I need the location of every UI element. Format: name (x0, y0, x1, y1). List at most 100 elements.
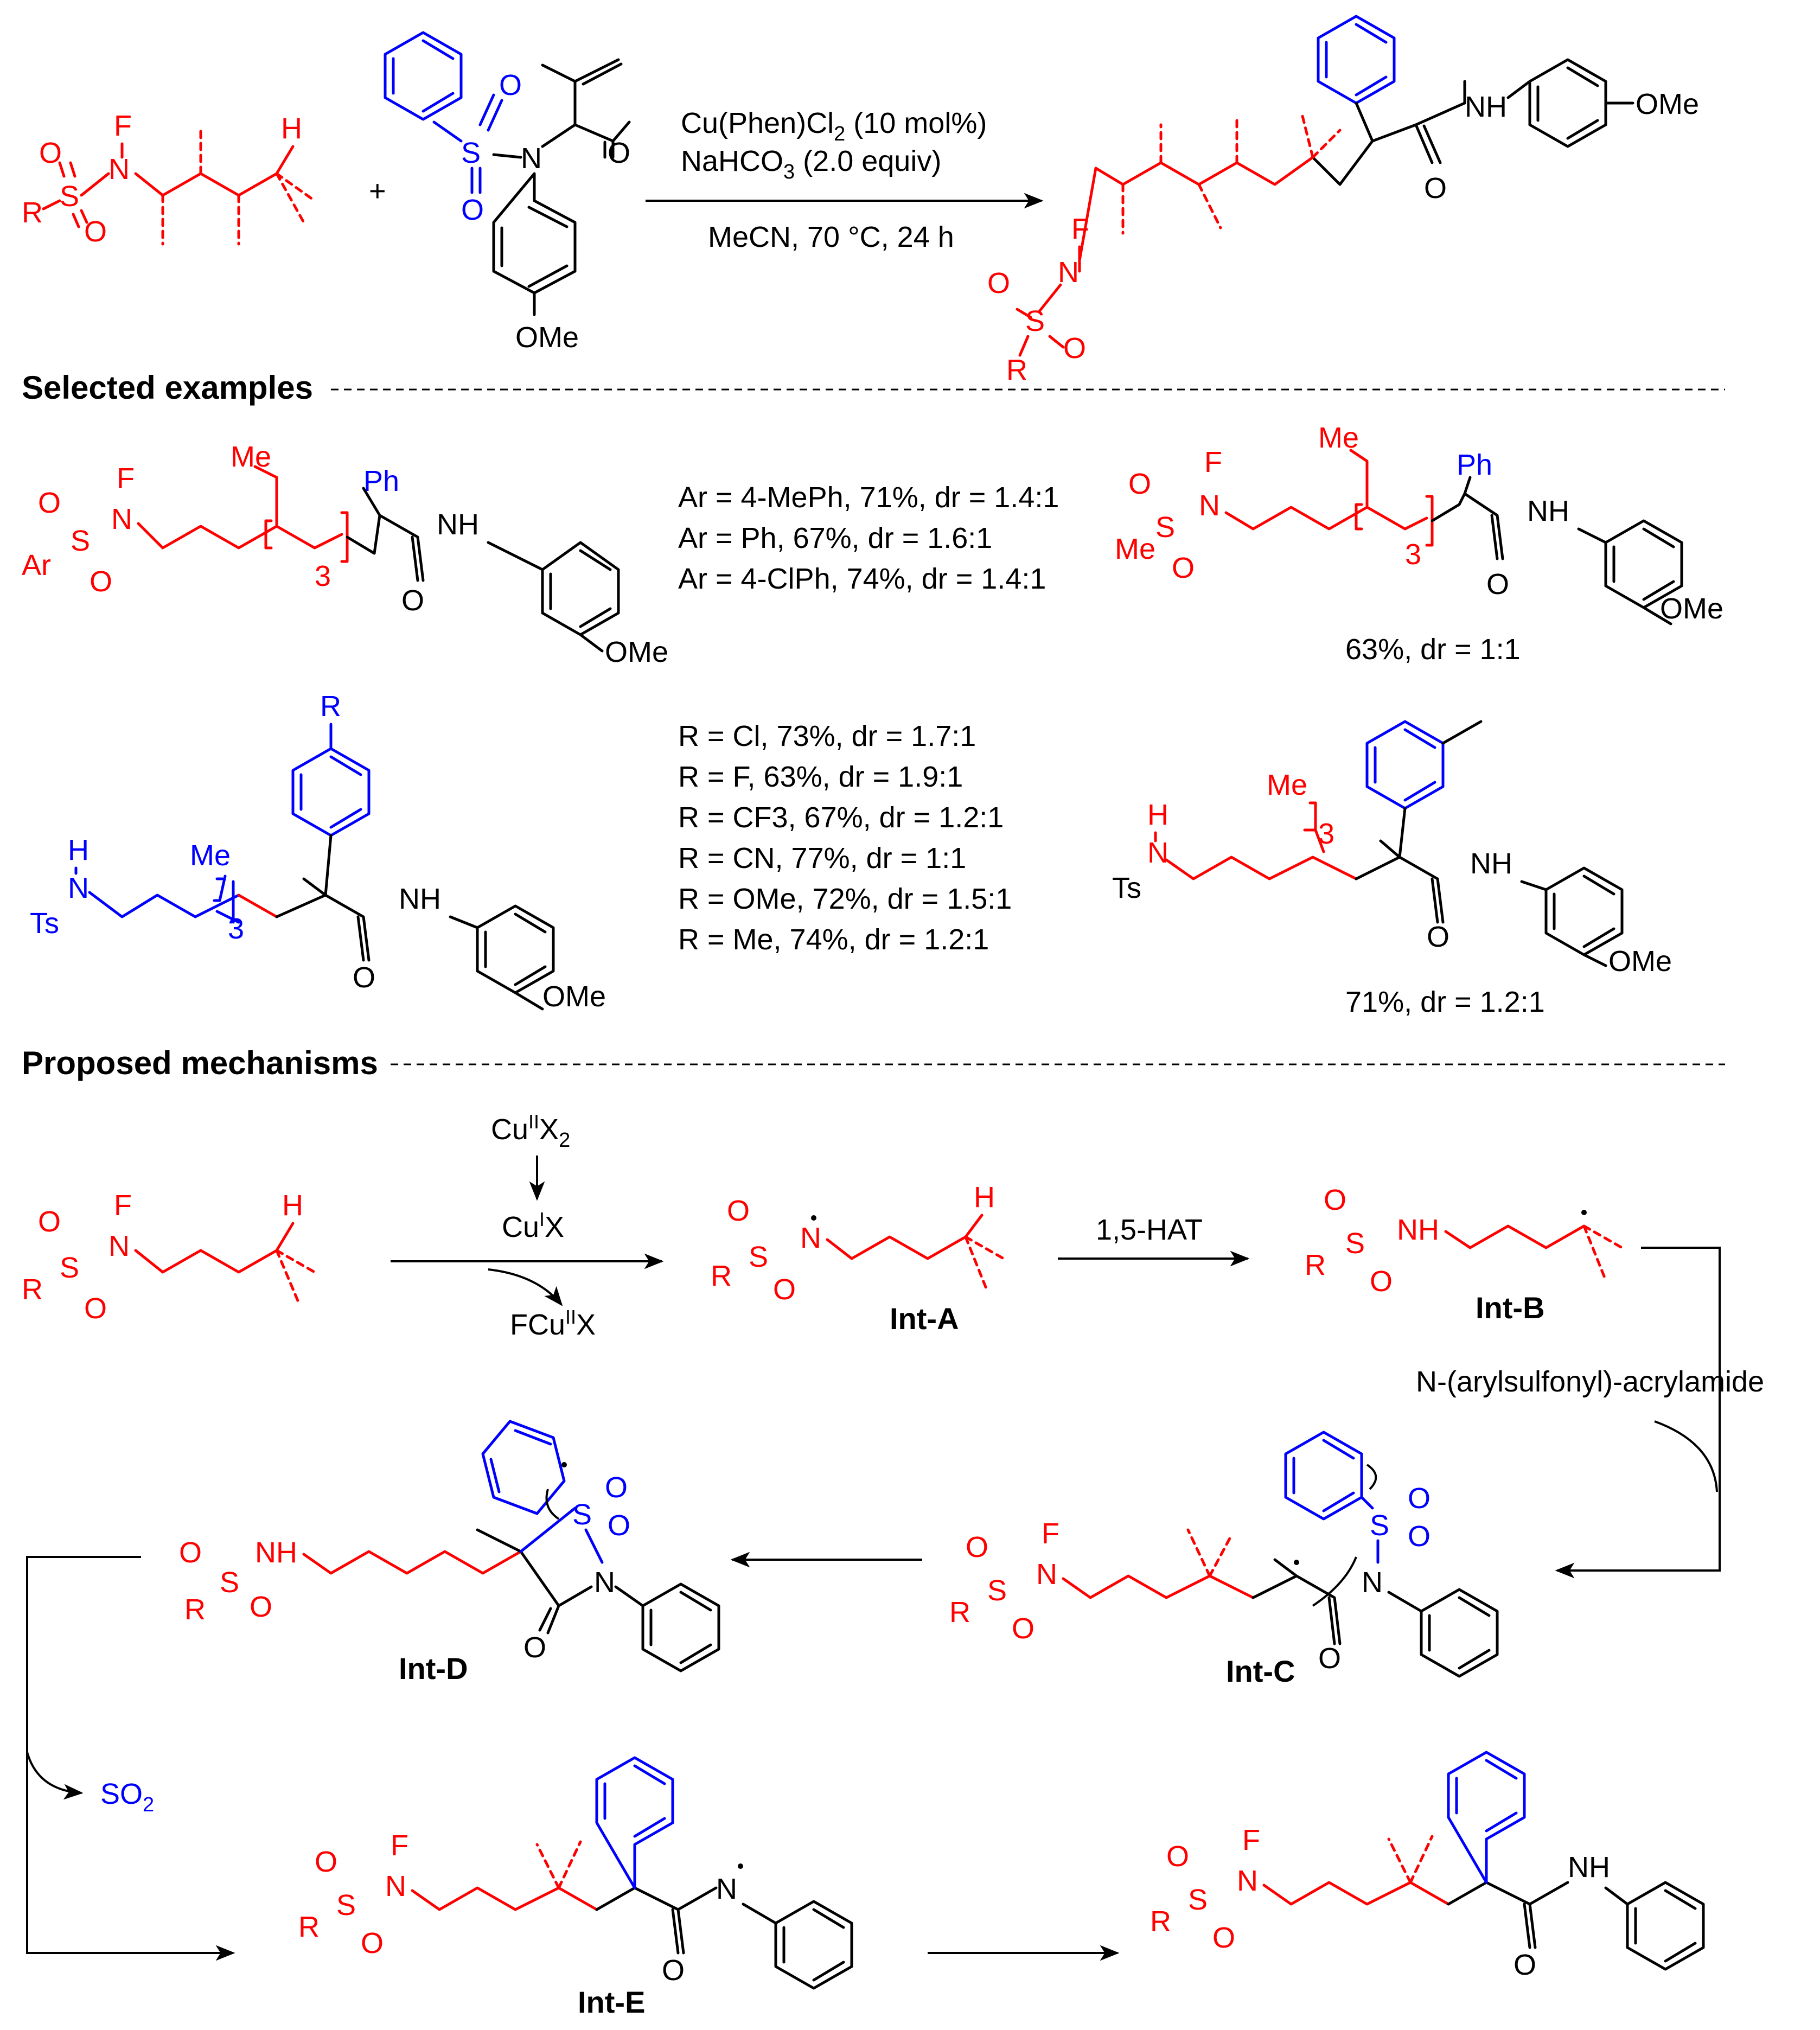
fluorine-atom: F (1204, 446, 1222, 478)
curved-arrow (1366, 1464, 1377, 1490)
oxygen-atom: O (773, 1273, 796, 1306)
amide-nh: NH (1527, 495, 1569, 527)
int-a-structure: R S O O N H (711, 1181, 1005, 1306)
sulfur-atom: S (71, 525, 90, 557)
r-group: R (711, 1260, 732, 1292)
methoxy-group: OMe (1608, 945, 1672, 978)
r-lines: R = Cl, 73%, dr = 1.7:1 R = F, 63%, dr =… (678, 720, 1012, 956)
radical-dot (1581, 1210, 1587, 1215)
nitrogen-atom: N (1237, 1865, 1258, 1897)
sulfur-atom: S (1370, 1509, 1389, 1542)
acrylamide-label: N-(arylsulfonyl)-acrylamide (1416, 1365, 1764, 1398)
int-a-label: Int-A (890, 1301, 959, 1336)
aryl-group: Ar (22, 549, 51, 582)
amide-nh: NH (399, 883, 441, 915)
oxygen-atom: O (1318, 1642, 1341, 1675)
methyl-group: Me (1115, 533, 1155, 565)
nitrogen-atom: N (108, 153, 130, 186)
fluorine-atom: F (1242, 1824, 1260, 1856)
sulfur-atom: S (60, 1252, 79, 1284)
r-line-3: R = CF3, 67%, dr = 1.2:1 (678, 801, 1004, 834)
amide-nh: NH (1568, 1851, 1610, 1884)
fluorine-atom: F (114, 110, 132, 142)
int-d-label: Int-D (399, 1651, 468, 1686)
oxygen-atom: O (38, 1205, 61, 1238)
repeat-index: 3 (1318, 818, 1334, 850)
nitrogen-atom: N (68, 872, 89, 904)
repeat-index: 3 (315, 560, 331, 592)
nitrogen-atom: N (1362, 1566, 1383, 1599)
oxygen-atom: O (315, 1846, 337, 1878)
methoxy-group: OMe (1660, 592, 1723, 625)
catalyst-label: Cu(Phen)Cl2 (10 mol%) (681, 107, 987, 145)
oxygen-atom: O (987, 267, 1010, 299)
sulfur-atom: S (1188, 1884, 1208, 1916)
sulfur-atom: S (60, 180, 79, 213)
nitrogen-radical: N (800, 1222, 821, 1254)
hat-label: 1,5-HAT (1096, 1214, 1203, 1246)
nitrogen-atom: N (521, 142, 542, 175)
fluorine-atom: F (117, 462, 135, 495)
oxygen-atom: O (84, 1292, 107, 1325)
example-tosyl-m-tolyl: Me 3 H N Ts NH O OMe (1112, 720, 1672, 978)
oxygen-atom: O (39, 137, 62, 169)
intb-to-intc-arrow (1555, 1247, 1721, 1579)
oxygen-atom: O (1063, 332, 1086, 365)
r-line-4: R = CN, 77%, dr = 1:1 (678, 842, 966, 874)
nitrogen-radical: N (716, 1873, 737, 1905)
methoxy-group: OMe (1636, 88, 1699, 120)
fcu-ii-x-label: FCuIIX (510, 1306, 596, 1341)
hydrogen-atom: H (68, 834, 89, 866)
oxygen-atom: O (1408, 1482, 1431, 1515)
hydrogen-atom: H (1147, 799, 1168, 831)
nh-group: NH (1397, 1214, 1439, 1246)
oxygen-atom: O (608, 1509, 630, 1542)
oxygen-atom: O (1424, 172, 1447, 205)
r-group: R (22, 196, 43, 229)
solvent-temp-time-label: MeCN, 70 °C, 24 h (708, 221, 954, 253)
oxygen-atom: O (38, 487, 61, 519)
so2-label: SO2 (100, 1778, 154, 1816)
tosyl-group: Ts (30, 907, 59, 940)
oxygen-atom: O (1166, 1840, 1189, 1873)
r-group: R (22, 1273, 43, 1306)
oxygen-atom: O (523, 1631, 546, 1664)
nitrogen-atom: N (1058, 256, 1079, 289)
reactant-nf-sulfonamide: R S O O N F H (22, 110, 316, 248)
example-aryl-sulfonamide: Ar S O O N F Me 3 Ph NH O OMe (22, 441, 668, 668)
methoxy-group: OMe (605, 636, 668, 668)
curved-arrow (545, 1489, 560, 1520)
int-b-structure: R S O O NH (1305, 1184, 1624, 1298)
reactant-acrylamide: S O O N O OMe (384, 31, 631, 354)
methoxy-group: OMe (515, 321, 579, 354)
oxygen-atom: O (1128, 468, 1151, 500)
cu-i-x-label: CuIX (502, 1208, 564, 1243)
nitrogen-atom: N (1147, 837, 1168, 869)
repeat-index: 3 (1405, 538, 1421, 571)
oxygen-atom: O (1408, 1520, 1431, 1553)
hydrogen-atom: H (281, 112, 302, 145)
amide-nh: NH (1470, 847, 1512, 880)
ar-line-1: Ar = 4-MePh, 71%, dr = 1.4:1 (678, 481, 1059, 514)
hydrogen-atom: H (282, 1189, 303, 1222)
oxygen-atom: O (1427, 921, 1449, 953)
int-d-structure: R S O O NH O N S O O (179, 1420, 720, 1672)
nh-group: NH (255, 1536, 297, 1569)
ar-line-3: Ar = 4-ClPh, 74%, dr = 1.4:1 (678, 563, 1046, 595)
oxygen-atom: O (361, 1927, 384, 1959)
r-group: R (1006, 354, 1027, 386)
example-mesyl-sulfonamide: Me S O O N F Me 3 Ph NH O OMe (1115, 422, 1723, 625)
methyl-group: Me (1267, 769, 1307, 801)
methyl-group: Me (190, 839, 231, 872)
r-group: R (184, 1593, 206, 1626)
r-line-6: R = Me, 74%, dr = 1.2:1 (678, 923, 989, 956)
fluorine-atom: F (391, 1829, 408, 1862)
methyl-group: Me (231, 441, 271, 473)
oxygen-atom: O (727, 1195, 750, 1227)
int-c-structure: R S O O N F O N S O O (949, 1431, 1499, 1678)
final-product-structure: R S O O N F O NH (1150, 1751, 1705, 1981)
example-tosyl-para-r: R Me 3 H N Ts NH O OMe (30, 690, 606, 1013)
r-group: R (1150, 1905, 1171, 1938)
fcu-curved-arrow (488, 1268, 563, 1306)
product-top: NH O OMe N F S O O R (987, 15, 1699, 386)
